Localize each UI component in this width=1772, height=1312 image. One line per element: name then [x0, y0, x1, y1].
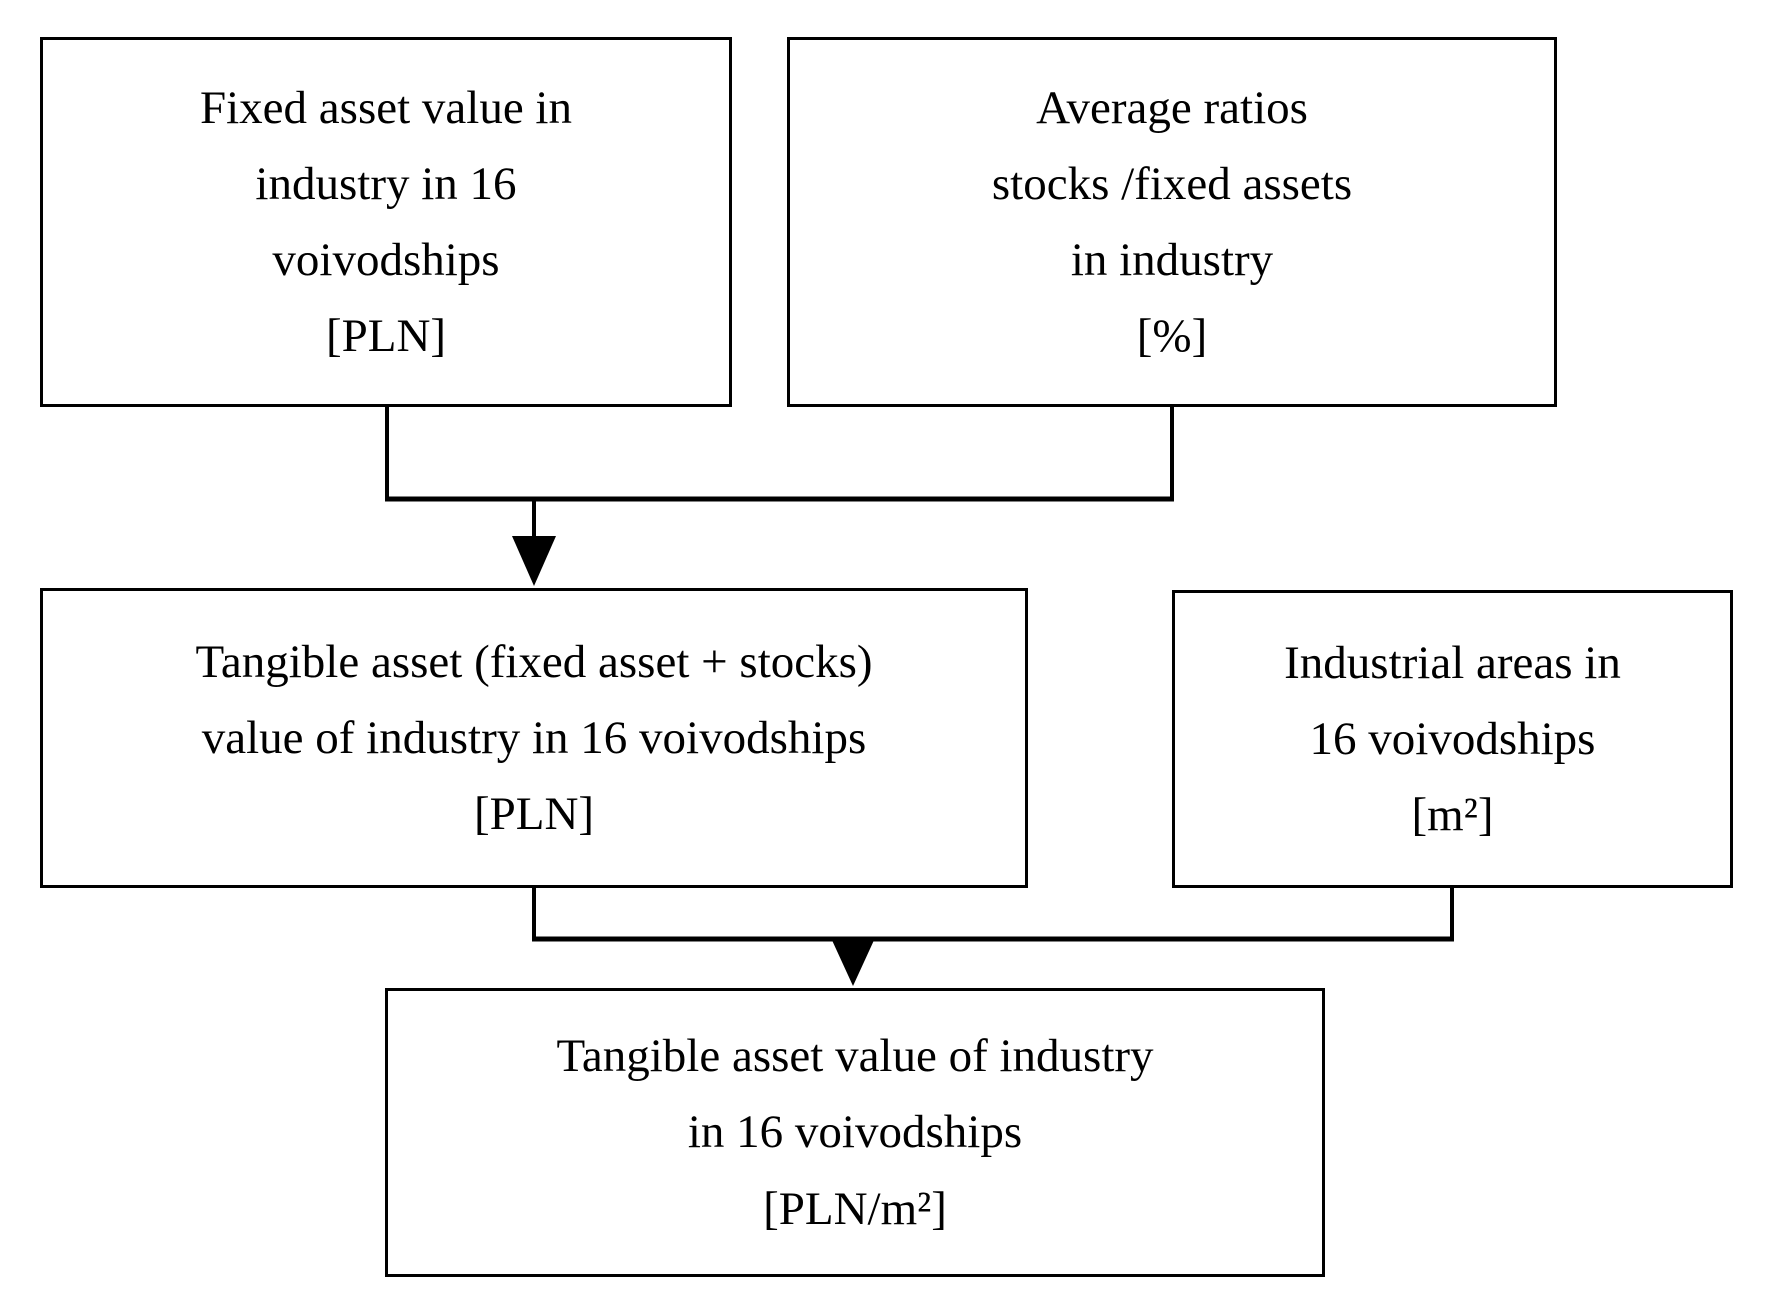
node-industrial-areas: Industrial areas in 16 voivodships [m²] — [1172, 590, 1733, 888]
arrow-head-bottom — [831, 938, 875, 986]
node-fixed-asset-value: Fixed asset value in industry in 16 voiv… — [40, 37, 732, 407]
node-fixed-asset-value-label: Fixed asset value in industry in 16 voiv… — [199, 81, 572, 363]
node-average-ratios: Average ratios stocks /fixed assets in i… — [787, 37, 1557, 407]
node-industrial-areas-label: Industrial areas in 16 voivodships [m²] — [1284, 636, 1621, 842]
arrow-head-top — [512, 536, 556, 586]
node-tangible-asset-value-pln: Tangible asset (fixed asset + stocks) va… — [40, 588, 1028, 888]
node-tangible-asset-value-pln-m2: Tangible asset value of industry in 16 v… — [385, 988, 1325, 1277]
node-tangible-asset-value-pln-label: Tangible asset (fixed asset + stocks) va… — [195, 635, 873, 841]
node-average-ratios-label: Average ratios stocks /fixed assets in i… — [991, 81, 1353, 363]
node-tangible-asset-value-pln-m2-label: Tangible asset value of industry in 16 v… — [556, 1030, 1154, 1235]
